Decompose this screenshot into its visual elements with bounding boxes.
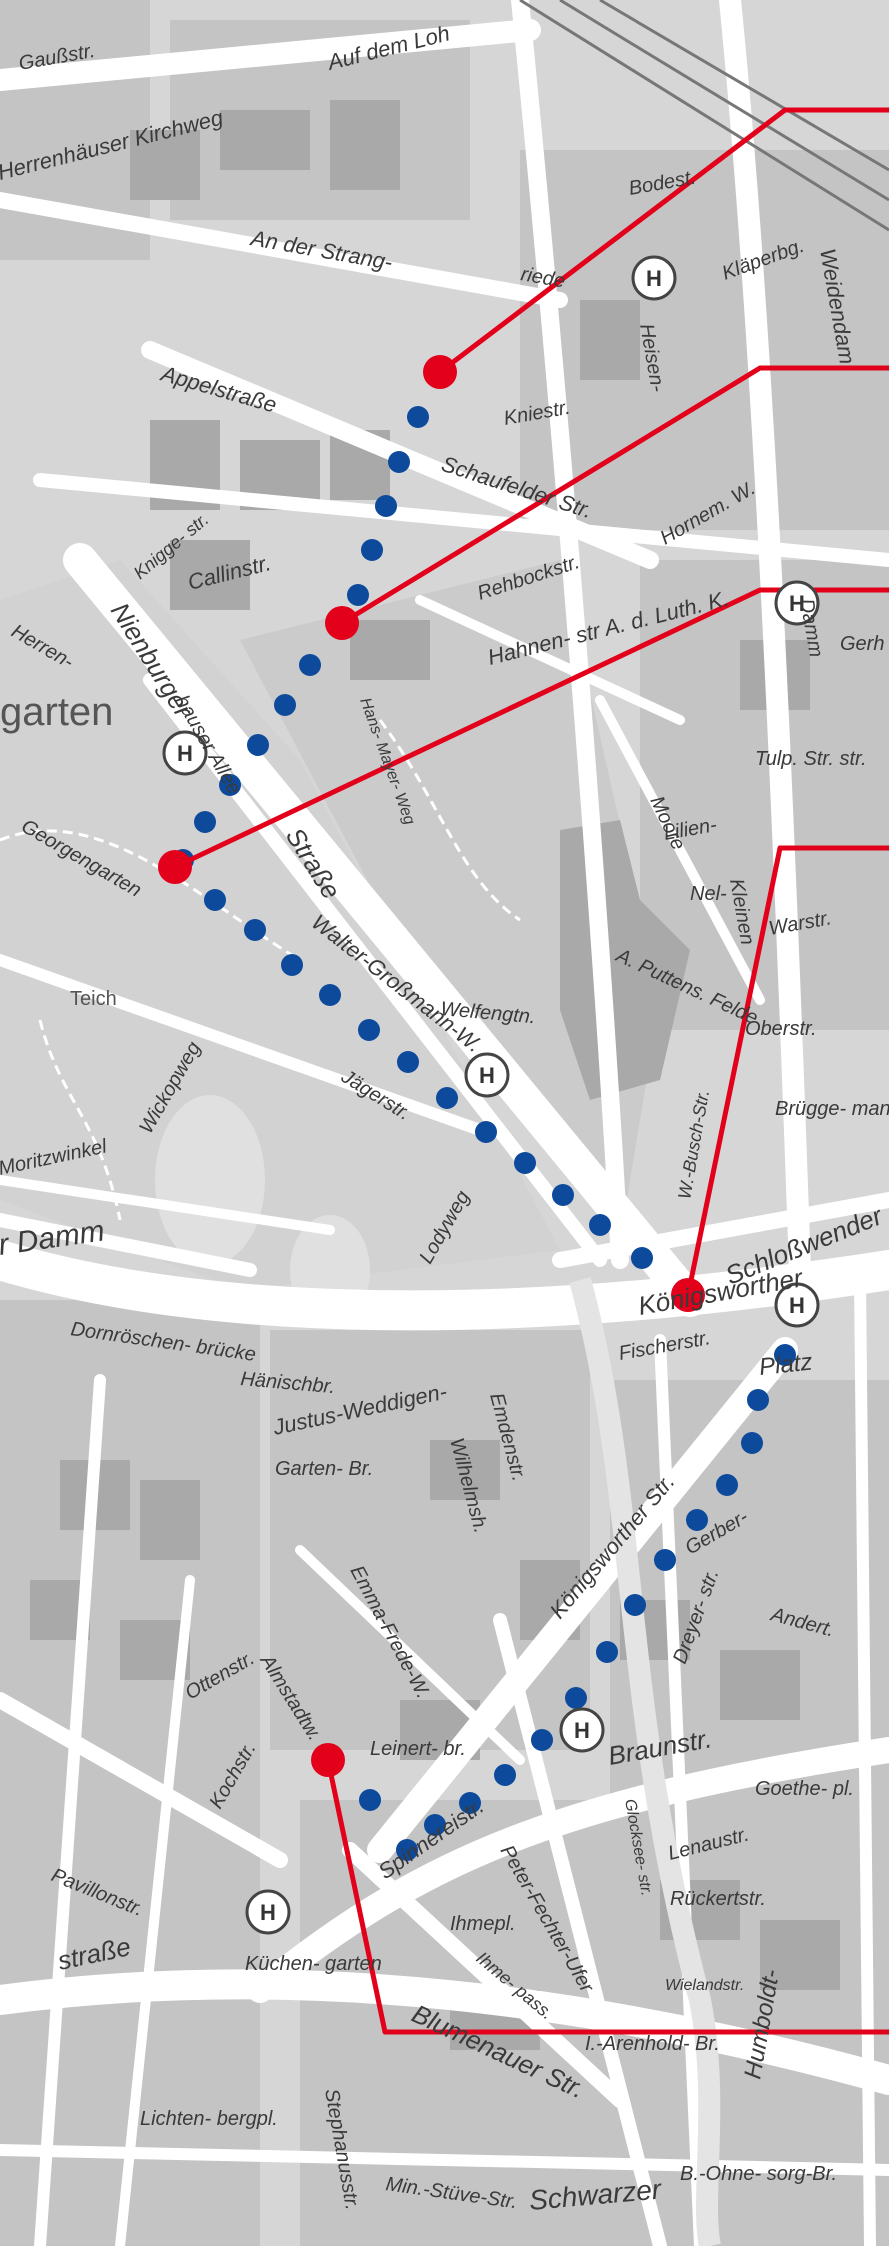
route-dot [347, 584, 369, 606]
map-label-l39: Goethe- pl. [755, 1778, 854, 1800]
map-label-l41: Rückertstr. [670, 1888, 766, 1910]
route-dot [281, 954, 303, 976]
route-dot [194, 811, 216, 833]
bus-stop-icon[interactable]: H [774, 580, 820, 626]
bus-stops-layer: H H H H H H H [162, 255, 820, 1935]
route-dot [596, 1641, 618, 1663]
route-callout-line [438, 107, 889, 374]
route-dot [475, 1121, 497, 1143]
route-dot [388, 451, 410, 473]
river-ihme [569, 1277, 721, 2246]
bus-stop-icon[interactable]: H [162, 730, 208, 776]
route-dot [436, 1087, 458, 1109]
map-label-l13: garten [0, 690, 113, 734]
railway [519, 0, 889, 232]
route-dot [654, 1549, 676, 1571]
svg-text:H: H [177, 741, 193, 766]
route-callout-line [685, 845, 889, 1296]
route-stop-marker[interactable] [158, 850, 192, 884]
map-label-l29: Platz [758, 1349, 814, 1381]
route-dot [774, 1344, 796, 1366]
route-dot [244, 919, 266, 941]
route-dot [407, 406, 429, 428]
route-callout-line [340, 365, 889, 626]
route-dot [375, 495, 397, 517]
map-label-l17: Teich [70, 988, 117, 1010]
route-dot [204, 889, 226, 911]
map-label-l62: Tulp. Str. str. [755, 748, 867, 770]
koenigsworther-strasse [367, 1337, 798, 1863]
route-markers-layer [158, 355, 705, 1777]
route-dot [359, 1789, 381, 1811]
route-stop-marker[interactable] [423, 355, 457, 389]
map-label-l26: Brügge- mann- hf. [775, 1098, 889, 1120]
route-dot [358, 1019, 380, 1041]
map-label-l57: Lichten- bergpl. [140, 2108, 278, 2130]
bus-stop-icon[interactable]: H [631, 255, 677, 301]
route-dot [459, 1792, 481, 1814]
route-dot [631, 1247, 653, 1269]
route-dot [589, 1214, 611, 1236]
route-dot [219, 774, 241, 796]
bus-stop-icon[interactable]: H [464, 1052, 510, 1098]
route-stop-marker[interactable] [671, 1278, 705, 1312]
svg-text:H: H [789, 1293, 805, 1318]
map-label-l33: Garten- Br. [275, 1458, 373, 1480]
route-dot [396, 1839, 418, 1861]
svg-text:H: H [479, 1063, 495, 1088]
route-dot [247, 734, 269, 756]
route-dot [299, 654, 321, 676]
route-dot [686, 1509, 708, 1531]
map-label-l46: Leinert- br. [370, 1738, 466, 1760]
route-dot [531, 1729, 553, 1751]
map-label-l25: Oberstr. [745, 1018, 817, 1040]
map-label-l59: B.-Ohne- sorg-Br. [680, 2163, 837, 2185]
route-dot [565, 1687, 587, 1709]
blumenauer-strasse [0, 1969, 889, 2095]
main-damm-road [0, 1240, 889, 1331]
map-label-l80: I.-Arenhold- Br. [585, 2033, 720, 2055]
map-label-l81: Nel- [690, 883, 727, 905]
route-dot [319, 984, 341, 1006]
bus-stop-icon[interactable]: H [559, 1707, 605, 1753]
map-label-l49: Küchen- garten [245, 1953, 382, 1975]
map-label-l42: Wielandstr. [665, 1977, 744, 1994]
route-callout-line [173, 587, 889, 870]
svg-text:H: H [646, 266, 662, 291]
bus-stop-icon[interactable]: H [245, 1889, 291, 1935]
route-dot [624, 1594, 646, 1616]
nienburger-strasse [63, 543, 707, 1317]
route-lines-layer [173, 107, 889, 2035]
map-label-l68: Gerh [840, 633, 884, 655]
sports-field-oval [155, 1095, 265, 1265]
route-stop-marker[interactable] [325, 606, 359, 640]
route-dot [424, 1814, 446, 1836]
route-callout-line [325, 1759, 889, 2035]
svg-text:H: H [574, 1718, 590, 1743]
route-dot [514, 1152, 536, 1174]
route-dot [747, 1389, 769, 1411]
svg-text:H: H [260, 1900, 276, 1925]
route-dot [552, 1184, 574, 1206]
route-dot [716, 1474, 738, 1496]
svg-text:H: H [789, 591, 805, 616]
bus-stop-icon[interactable]: H [774, 1282, 820, 1328]
route-dot [494, 1764, 516, 1786]
map-label-l44: Ihmepl. [450, 1913, 516, 1935]
route-dot [361, 539, 383, 561]
route-dot [741, 1432, 763, 1454]
route-dot [397, 1051, 419, 1073]
route-dot [274, 694, 296, 716]
route-stop-marker[interactable] [311, 1743, 345, 1777]
